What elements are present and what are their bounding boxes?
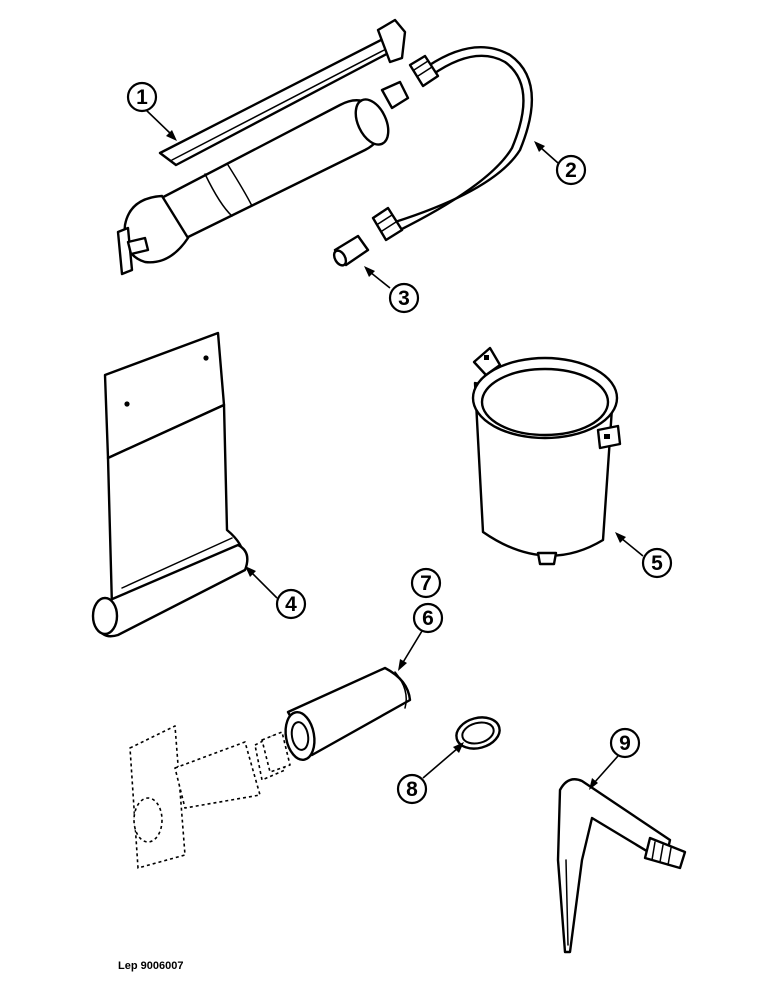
callout-5: 5 [615,532,673,579]
grease-gun-part [116,18,410,276]
callout-3: 3 [364,266,420,314]
callout-2: 2 [534,141,587,186]
callout-1-label: 1 [136,86,148,109]
callout-4-label: 4 [285,593,297,616]
callout-8-label: 8 [406,778,418,801]
callout-7: 7 [410,567,442,599]
shield-plate-part [91,331,249,638]
callout-3-label: 3 [398,287,410,310]
callout-7-label: 7 [420,572,432,595]
callout-6: 6 [398,602,444,671]
grease-hose-part [371,45,534,242]
fitting-outline-part [129,725,291,869]
callout-6-label: 6 [422,607,434,630]
callout-1: 1 [126,81,177,141]
ring-part [455,716,501,750]
container-part [471,346,622,566]
l-wrench-part [556,778,687,954]
callout-4: 4 [245,566,307,620]
callout-8: 8 [396,742,464,805]
sleeve-part [284,666,412,761]
callout-5-label: 5 [651,552,663,575]
reference-code: Lep 9006007 [118,960,184,972]
callout-9-label: 9 [619,732,631,755]
callout-9: 9 [589,727,641,790]
callout-2-label: 2 [565,159,577,182]
nozzle-part [332,234,370,267]
